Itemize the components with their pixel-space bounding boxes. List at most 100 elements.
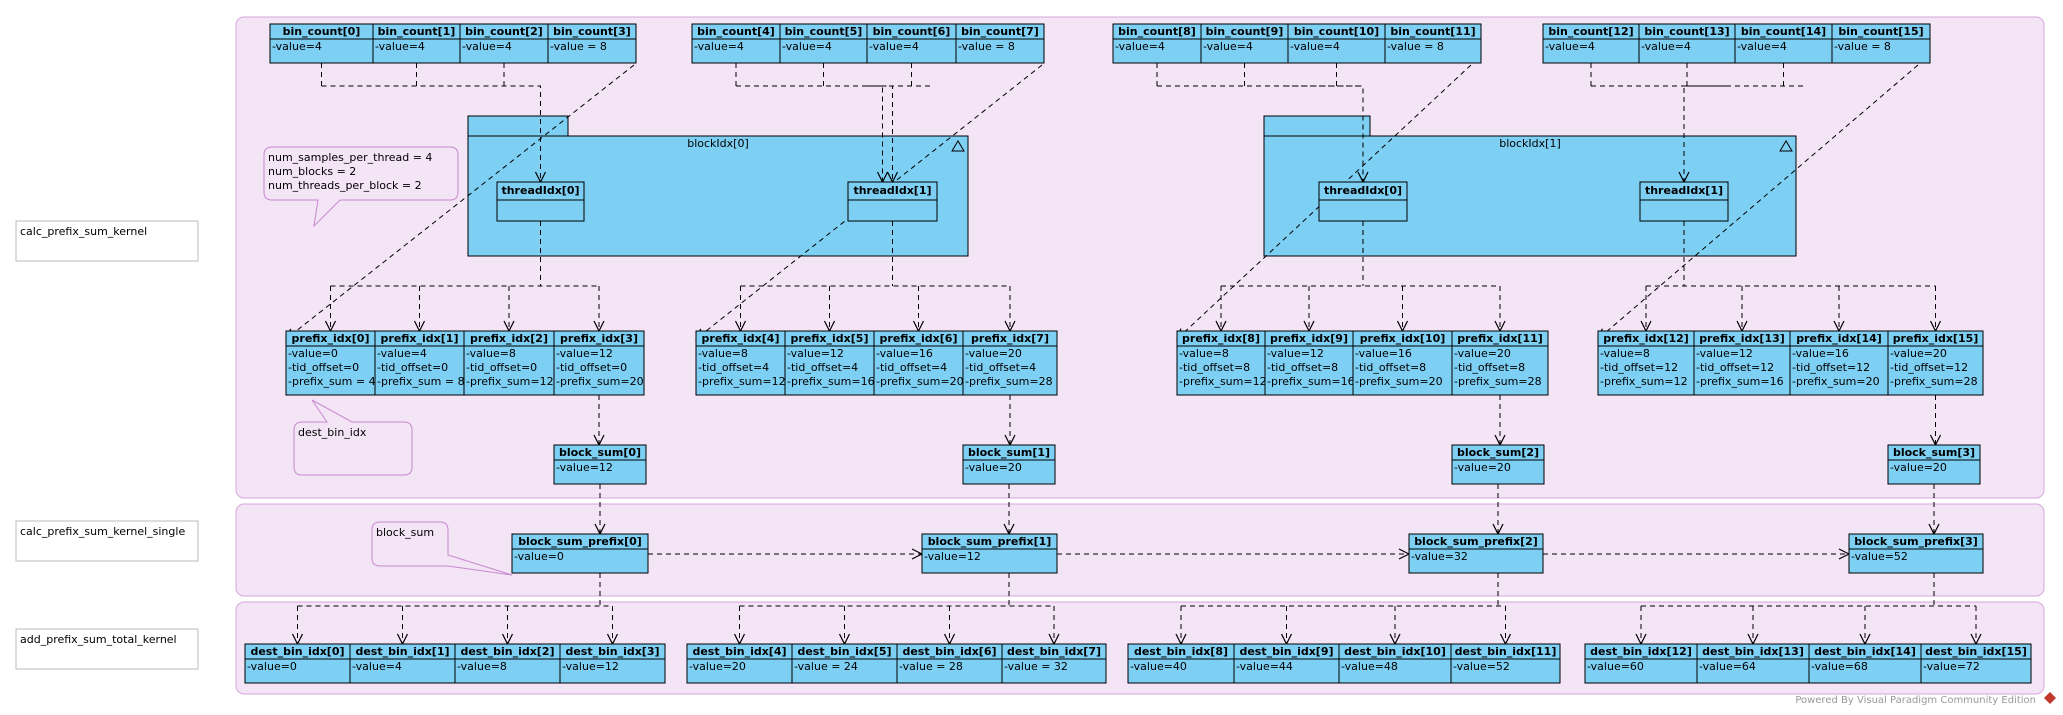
- prefix-idx-3-attr: -value=12: [556, 347, 613, 360]
- prefix-idx-12-attr: -tid_offset=12: [1600, 361, 1678, 374]
- dest-bin-idx-3-attr: -value=12: [562, 660, 619, 673]
- dependency-arrow: [863, 85, 893, 182]
- prefix-idx-9-attr: -prefix_sum=16: [1267, 375, 1355, 388]
- prefix-idx-8-attr: -tid_offset=8: [1179, 361, 1250, 374]
- bin-count-9-title: bin_count[9]: [1206, 25, 1284, 38]
- dest-bin-idx-6-attr: -value = 28: [899, 660, 963, 673]
- bin-count-11-attr: -value = 8: [1387, 40, 1444, 53]
- dest-bin-idx-10: dest_bin_idx[10]-value=48: [1338, 643, 1452, 684]
- dest-bin-idx-3-title: dest_bin_idx[3]: [565, 645, 659, 658]
- bin-count-6-title: bin_count[6]: [873, 25, 951, 38]
- prefix-idx-7-title: prefix_idx[7]: [971, 332, 1049, 345]
- bin-count-1-title: bin_count[1]: [378, 25, 456, 38]
- bin-count-15: bin_count[15]-value = 8: [1831, 23, 1931, 64]
- bin-count-2-attr: -value=4: [462, 40, 512, 53]
- swimlane-calc: [235, 16, 2045, 499]
- block-sum-2: block_sum[2]-value=20: [1451, 444, 1545, 485]
- block-label-1: blockIdx[1]: [1499, 137, 1561, 150]
- watermark: Powered By Visual Paradigm Community Edi…: [1795, 695, 2036, 706]
- dest-bin-idx-3: dest_bin_idx[3] -value=12: [559, 643, 666, 684]
- dependency-arrow: [1598, 64, 1919, 339]
- block-sum-0: block_sum[0]-value=12: [553, 444, 647, 485]
- block-sum-prefix-1: block_sum_prefix[1]-value=12: [921, 533, 1058, 574]
- prefix-idx-12-attr: -prefix_sum=12: [1600, 375, 1688, 388]
- dest-bin-idx-1-attr: -value=4: [352, 660, 402, 673]
- prefix-idx-13-attr: -tid_offset=12: [1696, 361, 1774, 374]
- kernel-label-box-single: [15, 520, 199, 562]
- block-sum-3-title: block_sum[3]: [1893, 446, 1975, 459]
- dest-bin-idx-8-title: dest_bin_idx[8]: [1134, 645, 1228, 658]
- dest-bin-idx-14-attr: -value=68: [1811, 660, 1868, 673]
- prefix-idx-9-title: prefix_idx[9]: [1270, 332, 1348, 345]
- bin-count-3-title: bin_count[3]: [553, 25, 631, 38]
- dest-bin-idx-12: dest_bin_idx[12] -value=60: [1584, 643, 1698, 684]
- thread-box-3: threadIdx[1]: [1639, 181, 1729, 222]
- prefix-idx-10-attr: -prefix_sum=20: [1355, 375, 1443, 388]
- dest-bin-idx-2-attr: -value=8: [457, 660, 507, 673]
- dest-bin-idx-12-title: dest_bin_idx[12]: [1590, 645, 1692, 658]
- note-dest: [293, 399, 413, 476]
- prefix-idx-14-attr: -prefix_sum=20: [1792, 375, 1880, 388]
- thread-label: threadIdx[0]: [1324, 184, 1402, 197]
- bin-count-5-title: bin_count[5]: [785, 25, 863, 38]
- dest-bin-idx-9: dest_bin_idx[9]-value=44: [1233, 643, 1340, 684]
- prefix-idx-11-title: prefix_idx[11]: [1457, 332, 1543, 345]
- bin-count-12: bin_count[12]-value=4: [1542, 23, 1640, 64]
- prefix-idx-14-title: prefix_idx[14]: [1796, 332, 1882, 345]
- bin-count-14: bin_count[14]-value=4: [1734, 23, 1833, 64]
- bin-count-5-attr: -value=4: [782, 40, 832, 53]
- prefix-idx-11-attr: -prefix_sum=28: [1454, 375, 1542, 388]
- dest-bin-idx-0-title: dest_bin_idx[0]: [250, 645, 344, 658]
- dest-bin-idx-1-title: dest_bin_idx[1]: [355, 645, 449, 658]
- bin-count-13: bin_count[13]-value=4: [1638, 23, 1736, 64]
- prefix-idx-0-attr: -value=0: [288, 347, 338, 360]
- prefix-idx-4-attr: -tid_offset=4: [698, 361, 769, 374]
- prefix-idx-5-attr: -prefix_sum=16: [787, 375, 875, 388]
- dest-bin-idx-4-attr: -value=20: [689, 660, 746, 673]
- dest-bin-idx-0: dest_bin_idx[0]-value=0: [244, 643, 351, 684]
- prefix-idx-14-attr: -value=16: [1792, 347, 1849, 360]
- thread-box-2: threadIdx[0]: [1318, 181, 1408, 222]
- prefix-idx-3-attr: -prefix_sum=20: [556, 375, 644, 388]
- prefix-idx-3: prefix_idx[3]-value=12-tid_offset=0-pref…: [553, 330, 645, 396]
- prefix-idx-7: prefix_idx[7]-value=20-tid_offset=4-pref…: [962, 330, 1058, 396]
- block-sum-prefix-0-attr: -value=0: [514, 550, 564, 563]
- prefix-idx-6-title: prefix_idx[6]: [880, 332, 958, 345]
- kernel-label-calc: calc_prefix_sum_kernel: [20, 225, 147, 238]
- note-block-sum: [371, 521, 513, 576]
- block-sum-prefix-2: block_sum_prefix[2]-value=32: [1408, 533, 1544, 574]
- prefix-idx-9-attr: -value=12: [1267, 347, 1324, 360]
- bin-count-8-attr: -value=4: [1115, 40, 1165, 53]
- prefix-idx-1-attr: -tid_offset=0: [377, 361, 448, 374]
- bin-count-3-attr: -value = 8: [550, 40, 607, 53]
- bin-count-10: bin_count[10]-value=4: [1287, 23, 1386, 64]
- bin-count-11-title: bin_count[11]: [1390, 25, 1475, 38]
- thread-label: threadIdx[0]: [501, 184, 579, 197]
- dest-bin-idx-12-attr: -value=60: [1587, 660, 1644, 673]
- dest-bin-idx-14: dest_bin_idx[14]-value=68: [1808, 643, 1922, 684]
- block-sum-prefix-1-attr: -value=12: [924, 550, 981, 563]
- prefix-idx-15-attr: -prefix_sum=28: [1890, 375, 1978, 388]
- block-sum-prefix-2-title: block_sum_prefix[2]: [1414, 535, 1538, 548]
- prefix-idx-12: prefix_idx[12]-value=8-tid_offset=12-pre…: [1597, 330, 1695, 396]
- dest-bin-idx-8: dest_bin_idx[8]-value=40: [1127, 643, 1235, 684]
- prefix-idx-15-attr: -tid_offset=12: [1890, 361, 1968, 374]
- note-params-line-0: num_samples_per_thread = 4: [268, 151, 432, 164]
- prefix-idx-8-attr: -prefix_sum=12: [1179, 375, 1267, 388]
- prefix-idx-6-attr: -tid_offset=4: [876, 361, 947, 374]
- bin-count-14-attr: -value=4: [1737, 40, 1787, 53]
- bin-count-12-attr: -value=4: [1545, 40, 1595, 53]
- dest-bin-idx-15-title: dest_bin_idx[15]: [1925, 645, 2027, 658]
- prefix-idx-11-attr: -tid_offset=8: [1454, 361, 1525, 374]
- kernel-label-box-calc: [15, 220, 199, 262]
- prefix-idx-2-attr: -value=8: [466, 347, 516, 360]
- block-sum-prefix-3-title: block_sum_prefix[3]: [1854, 535, 1978, 548]
- note-block-sum-text: block_sum: [376, 526, 434, 539]
- dest-bin-idx-11-attr: -value=52: [1453, 660, 1510, 673]
- note-params: [263, 146, 459, 228]
- bin-count-4-title: bin_count[4]: [697, 25, 775, 38]
- dest-bin-idx-10-title: dest_bin_idx[10]: [1344, 645, 1446, 658]
- prefix-idx-9-attr: -tid_offset=8: [1267, 361, 1338, 374]
- dest-bin-idx-7-title: dest_bin_idx[7]: [1007, 645, 1101, 658]
